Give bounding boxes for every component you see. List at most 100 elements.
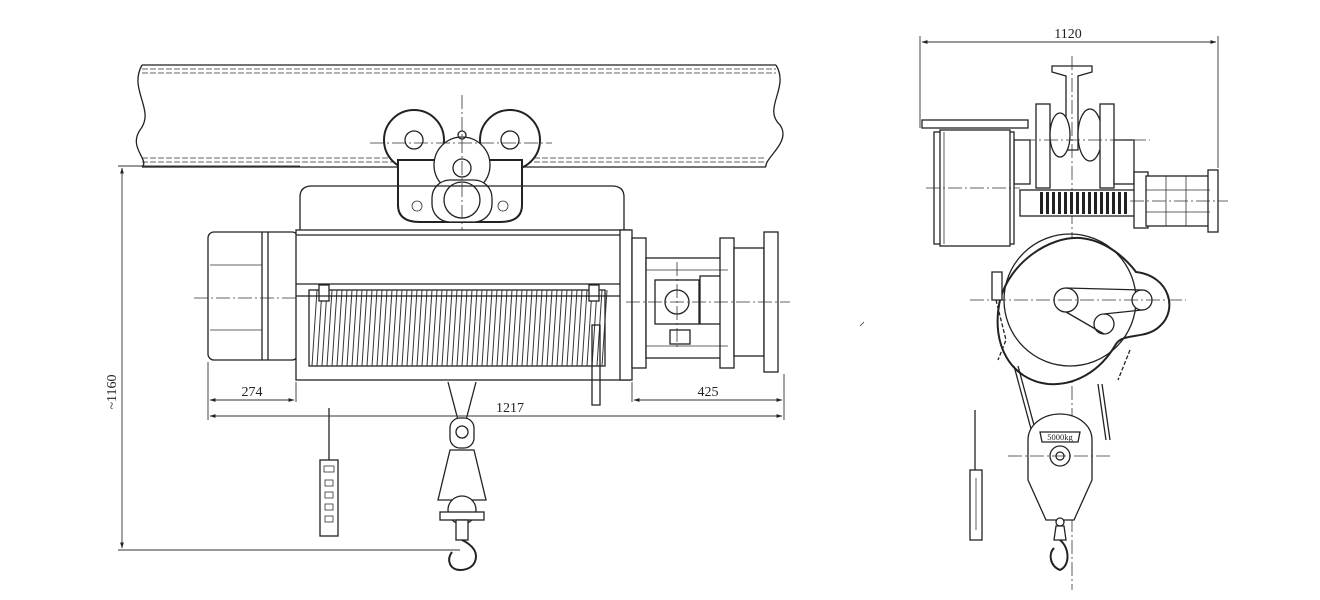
rope-winding [531, 289, 538, 367]
rope-winding [366, 289, 373, 367]
rope-winding [436, 289, 443, 367]
side-travel-motor [1130, 169, 1228, 233]
coupling-stripes [1040, 192, 1127, 214]
rope-winding [506, 289, 513, 367]
rope-winding [336, 289, 343, 367]
coupling-stripe [1070, 192, 1073, 214]
coupling-stripe [1052, 192, 1055, 214]
rope-winding [571, 289, 578, 367]
rope-winding [361, 289, 368, 367]
rope-winding [496, 289, 503, 367]
rope-winding [391, 289, 398, 367]
rope-winding [461, 289, 468, 367]
overall-length-dim: 1217 [496, 401, 524, 416]
overall-width-dim: 1120 [1054, 27, 1081, 42]
coupling-stripe [1064, 192, 1067, 214]
rope-winding [311, 289, 318, 367]
rope-winding [511, 289, 518, 367]
rope-winding [486, 289, 493, 367]
drum-end-view [970, 233, 1186, 386]
rope-winding [601, 289, 608, 367]
coupling-stripe [1112, 192, 1115, 214]
coupling-stripe [1088, 192, 1091, 214]
coupling-stripe [1124, 192, 1127, 214]
rope-winding [551, 289, 558, 367]
rope-winding [546, 289, 553, 367]
rope-winding [421, 289, 428, 367]
rope-winding [371, 289, 378, 367]
rope-winding [351, 289, 358, 367]
left-overhang-dim: 274 [242, 385, 263, 400]
rope-winding [561, 289, 568, 367]
rope-winding [566, 289, 573, 367]
rope-winding [396, 289, 403, 367]
motor [194, 231, 300, 361]
front-dimensions: ~1160 274 1217 425 [105, 165, 785, 551]
rope-winding [416, 289, 423, 367]
rope-winding [576, 289, 583, 367]
coupling-stripe [1058, 192, 1061, 214]
rope-winding [471, 289, 478, 367]
rope-winding [591, 289, 598, 367]
rope-winding [581, 289, 588, 367]
rope-winding [376, 289, 383, 367]
side-dimensions: 1120 [919, 27, 1219, 168]
hook-block [437, 381, 487, 572]
pendant-control [319, 408, 339, 537]
rope-winding [451, 289, 458, 367]
rope-winding [316, 289, 323, 367]
side-coupling [1019, 171, 1149, 229]
rope-winding [386, 289, 393, 367]
trolley [370, 95, 552, 236]
right-overhang-dim: 425 [698, 385, 719, 400]
rope-winding [556, 289, 563, 367]
coupling-stripe [1094, 192, 1097, 214]
rope-winding [321, 289, 328, 367]
rope-winding [491, 289, 498, 367]
coupling-stripe [1046, 192, 1049, 214]
drum-rope-windings [311, 289, 608, 367]
rope-winding [441, 289, 448, 367]
rope-winding [411, 289, 418, 367]
coupling-stripe [1076, 192, 1079, 214]
rope-drum [295, 229, 640, 406]
rope-winding [331, 289, 338, 367]
rope-winding [406, 289, 413, 367]
rope-winding [426, 289, 433, 367]
ropes-side [995, 299, 1131, 441]
side-motor [926, 129, 1020, 247]
rope-winding [341, 289, 348, 367]
overall-height-dim: ~1160 [105, 374, 120, 409]
coupling-stripe [1082, 192, 1085, 214]
trolley-side [921, 103, 1150, 189]
gearbox [619, 229, 790, 381]
coupling-stripe [1106, 192, 1109, 214]
pendant-side [969, 410, 983, 541]
rope-winding [481, 289, 488, 367]
coupling-stripe [1100, 192, 1103, 214]
coupling-stripe [1118, 192, 1121, 214]
rope-winding [586, 289, 593, 367]
rope-winding [521, 289, 528, 367]
rope-winding [381, 289, 388, 367]
hook-block-side: 5000kg [1008, 413, 1112, 572]
rope-winding [356, 289, 363, 367]
rope-winding [456, 289, 463, 367]
rope-winding [401, 289, 408, 367]
rope-winding [536, 289, 543, 367]
rope-winding [431, 289, 438, 367]
hook-capacity-label: 5000kg [1047, 432, 1073, 442]
rope-winding [501, 289, 508, 367]
side-view: 1120 [859, 27, 1228, 590]
rope-winding [526, 289, 533, 367]
rope-winding [476, 289, 483, 367]
rope-winding [541, 289, 548, 367]
coupling-stripe [1040, 192, 1043, 214]
stray-mark [859, 321, 865, 327]
rope-winding [516, 289, 523, 367]
rope-winding [466, 289, 473, 367]
rope-winding [346, 289, 353, 367]
front-view: ~1160 274 1217 425 [105, 64, 790, 572]
rope-winding [446, 289, 453, 367]
